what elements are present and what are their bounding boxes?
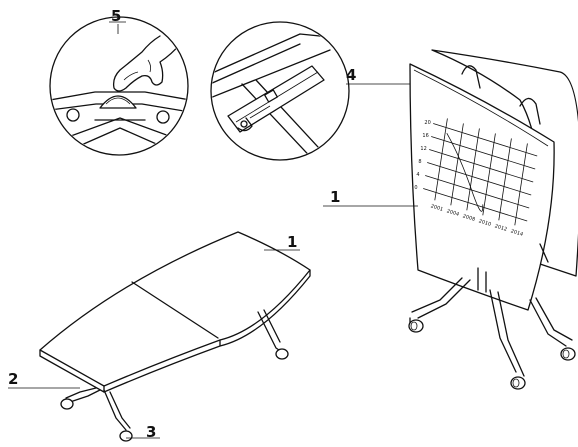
x-tick-label: 2010 bbox=[478, 218, 492, 228]
sketch-trend-line bbox=[446, 133, 484, 212]
grid-line-h bbox=[431, 136, 536, 170]
grid-line-v bbox=[450, 123, 464, 206]
callout-1-folded-top: 1 bbox=[330, 188, 340, 206]
y-tick-label: 16 bbox=[422, 133, 428, 139]
callout-5: 5 bbox=[111, 7, 121, 25]
grid-line-h bbox=[423, 188, 528, 222]
grid-line-v bbox=[466, 128, 480, 211]
caster-wheel-icon bbox=[119, 430, 133, 442]
y-tick-label: 4 bbox=[416, 172, 419, 178]
y-tick-label: 12 bbox=[420, 146, 426, 152]
y-tick-label: 0 bbox=[414, 185, 417, 191]
grid-line-h bbox=[425, 175, 530, 209]
caster-wheel-icon bbox=[408, 317, 424, 333]
x-tick-label: 2001 bbox=[430, 203, 444, 213]
grid-line-v bbox=[498, 138, 512, 221]
grid-line-v bbox=[482, 133, 496, 216]
open-table-illustration bbox=[39, 231, 311, 442]
grid-line-h bbox=[429, 149, 534, 183]
caster-wheel-icon bbox=[510, 376, 526, 390]
detail-4-hinge bbox=[210, 21, 350, 161]
caster-wheel-icon bbox=[60, 398, 74, 410]
x-tick-label: 2014 bbox=[510, 228, 524, 238]
x-tick-label: 2012 bbox=[494, 223, 508, 233]
grid-line-v bbox=[434, 118, 448, 201]
y-tick-label: 8 bbox=[418, 159, 421, 165]
callout-1-table-top: 1 bbox=[287, 233, 297, 251]
callout-3: 3 bbox=[146, 423, 156, 441]
caster-wheel-icon bbox=[560, 347, 576, 361]
y-tick-label: 20 bbox=[424, 120, 430, 126]
callout-leaders bbox=[8, 21, 418, 439]
grid-line-v bbox=[514, 143, 528, 226]
x-tick-label: 2004 bbox=[446, 208, 460, 218]
grid-line-h bbox=[433, 123, 538, 157]
callout-2: 2 bbox=[8, 370, 18, 388]
grid-line-h bbox=[427, 162, 532, 196]
x-tick-label: 2008 bbox=[462, 213, 476, 223]
callout-4: 4 bbox=[346, 66, 356, 84]
caster-wheel-icon bbox=[275, 348, 289, 360]
detail-5-release-button bbox=[49, 16, 189, 156]
